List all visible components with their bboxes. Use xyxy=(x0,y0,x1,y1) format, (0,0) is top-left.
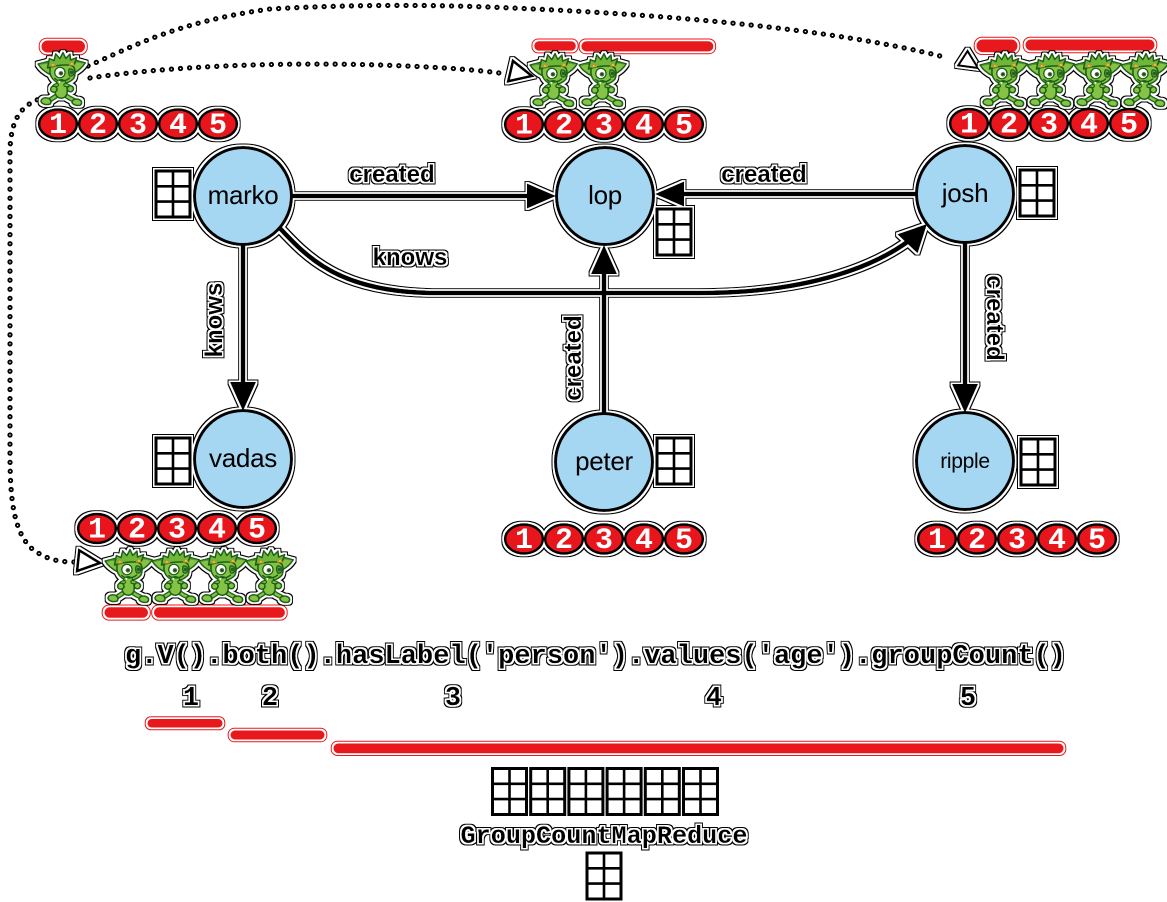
svg-text:g.V().both().hasLabel('person': g.V().both().hasLabel('person').values('… xyxy=(125,641,1066,671)
svg-text:created: created xyxy=(721,161,806,188)
svg-text:josh: josh xyxy=(941,178,989,208)
svg-text:vadas: vadas xyxy=(209,443,277,473)
svg-text:knows: knows xyxy=(201,283,228,358)
svg-text:ripple: ripple xyxy=(940,450,990,473)
svg-text:peter: peter xyxy=(575,446,633,476)
svg-text:5: 5 xyxy=(960,684,976,714)
svg-text:GroupCountMapReduce: GroupCountMapReduce xyxy=(461,822,748,851)
svg-text:2: 2 xyxy=(262,684,278,714)
svg-text:1: 1 xyxy=(183,684,199,714)
svg-text:knows: knows xyxy=(373,244,448,271)
svg-text:4: 4 xyxy=(706,684,722,714)
svg-text:3: 3 xyxy=(445,684,461,714)
svg-text:created: created xyxy=(349,161,434,188)
svg-text:created: created xyxy=(981,275,1008,360)
svg-text:lop: lop xyxy=(588,180,622,210)
svg-text:created: created xyxy=(560,315,587,400)
svg-text:marko: marko xyxy=(208,180,279,210)
